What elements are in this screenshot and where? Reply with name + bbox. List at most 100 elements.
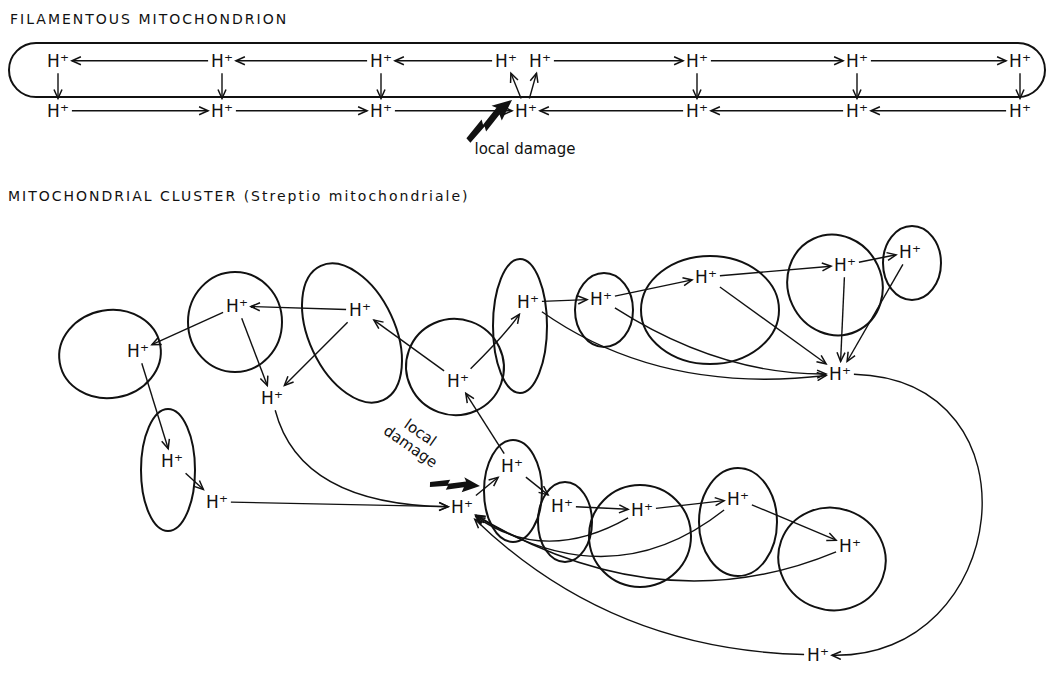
mitochondrion-outline [483,439,543,543]
arrow-connector [841,277,845,361]
damage-label: local damage [475,141,576,158]
mitochondrion-outline [574,272,634,348]
arrow-connector [221,73,222,98]
mitochondrion-membrane [484,440,542,542]
arrow-connector [251,307,346,310]
arrow-connector [711,60,843,61]
proton-label: H⁺ [1007,51,1033,72]
arrow-connector [540,110,683,111]
proton-symbol: H⁺ [517,293,539,312]
proton-symbol: H⁺ [846,52,868,71]
mitochondrion-outline [698,467,778,577]
proton-symbol: H⁺ [807,646,829,665]
arrow-connector [720,266,831,276]
proton-label: H⁺ [1007,101,1033,122]
proton-symbol: H⁺ [829,365,851,384]
arrow-connector [696,73,697,98]
proton-label: H⁺ [209,51,235,72]
arrow-connector [711,110,843,111]
proton-symbol: H⁺ [590,290,612,309]
proton-symbol: H⁺ [631,501,653,520]
proton-label: H⁺ [449,497,475,518]
arrow-connector [57,73,58,98]
arrow-connector [476,477,498,495]
proton-label: H⁺ [827,364,853,385]
arrow-connector [380,73,381,98]
proton-symbol: H⁺ [727,490,749,509]
proton-symbol: H⁺ [226,297,248,316]
arrow-connector [236,60,367,61]
proton-label: H⁺ [45,101,71,122]
proton-symbol: H⁺ [695,268,717,287]
mitochondrion-oval: H⁺ [537,481,593,563]
arrow-connector [526,477,548,495]
mitochondrion-outline [187,271,283,373]
arrow-connector [374,320,444,371]
proton-label: H⁺ [259,388,285,409]
mitochondrion-oval: H⁺ [882,225,942,301]
proton-symbol: H⁺ [211,102,233,121]
arrow-connector [236,110,367,111]
mitochondrion-oval: H⁺ [698,467,778,577]
mitochondrion-outline [787,233,883,337]
arrow-connector [529,73,536,98]
proton-symbol: H⁺ [206,493,228,512]
lightning-bolt [462,93,518,146]
mitochondrion-oval: H⁺ [140,408,196,532]
proton-label: H⁺ [805,645,831,666]
proton-symbol: H⁺ [515,102,537,121]
arrow-connector [72,60,208,61]
proton-symbol: H⁺ [551,497,573,516]
proton-label: H⁺ [209,101,235,122]
panel-heading: FILAMENTOUS MITOCHONDRION [10,12,288,27]
mitochondrion-oval: H⁺ [777,507,887,611]
panel-heading: MITOCHONDRIAL CLUSTER (Streptio mitochon… [8,188,469,204]
proton-symbol: H⁺ [211,52,233,71]
arrow-connector [859,255,896,262]
mitochondrion-membrane [699,468,777,576]
damage-label: local damage [378,407,452,473]
arrow-connector [542,312,826,379]
proton-symbol: H⁺ [47,102,69,121]
arrow-connector [72,110,208,111]
proton-label: H⁺ [684,101,710,122]
proton-symbol: H⁺ [501,457,523,476]
mitochondrion-oval: H⁺ [308,258,396,408]
proton-symbol: H⁺ [834,256,856,275]
mitochondrion-membrane [771,219,899,351]
mitochondrion-oval: H⁺ [492,258,548,394]
proton-symbol: H⁺ [899,243,921,262]
proton-label: H⁺ [844,51,870,72]
mitochondrion-membrane [589,485,691,587]
proton-label: H⁺ [844,101,870,122]
proton-symbol: H⁺ [349,301,371,320]
proton-label: H⁺ [368,101,394,122]
mitochondrion-membrane [188,272,282,372]
arrow-connector [284,322,347,385]
arrow-connector [1019,73,1020,98]
arrow-connector [395,110,512,111]
mitochondrion-membrane [883,226,941,300]
proton-symbol: H⁺ [451,498,473,517]
proton-symbol: H⁺ [1009,52,1031,71]
proton-label: H⁺ [204,492,230,513]
arrow-connector [871,110,1006,111]
proton-symbol: H⁺ [370,102,392,121]
proton-symbol: H⁺ [261,389,283,408]
arrow-connector [847,264,903,361]
mitochondrion-oval: H⁺ [640,255,780,365]
proton-symbol: H⁺ [686,52,708,71]
proton-label: H⁺ [513,101,539,122]
proton-label: H⁺ [493,51,519,72]
mitochondrion-oval: H⁺ [483,439,543,543]
proton-symbol: H⁺ [447,372,469,391]
mitochondrion-membrane [764,493,900,626]
arrow-connector [476,515,836,581]
arrow-connector [554,60,683,61]
proton-label: H⁺ [45,51,71,72]
mitochondrion-oval: H⁺ [187,271,283,373]
mitochondrion-membrane [641,256,779,364]
arrow-connector [871,60,1006,61]
arrow-connector [511,73,521,98]
